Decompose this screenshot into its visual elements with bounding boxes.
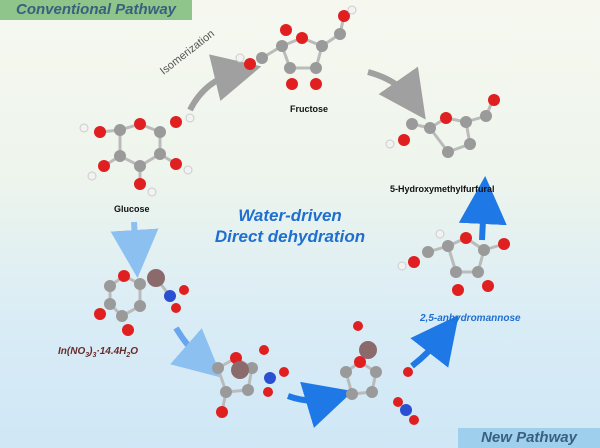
fructose-molecule: [235, 5, 357, 90]
center-title-line1: Water-driven: [238, 206, 342, 225]
complex-to-intermediate-arrow: [286, 381, 353, 428]
catalyst-label-part2: ): [89, 346, 93, 357]
intermediate-molecule: [340, 321, 419, 425]
fructose-label: Fructose: [290, 104, 329, 114]
catalyst-label-part4: O: [130, 346, 139, 357]
catalyst-molecule: [94, 269, 189, 336]
hmf-label: 5-Hydroxymethylfurfural: [390, 184, 495, 194]
dehydration-arrow: [367, 66, 426, 120]
catalyst-label-sub2: 3: [92, 352, 97, 359]
glucose-to-catalyst-arrow: [110, 221, 159, 278]
new-pathway-tag: New Pathway: [458, 428, 600, 448]
catalyst-label-sub3: 2: [126, 352, 131, 359]
center-title-line2: Direct dehydration: [214, 227, 366, 246]
hmf-molecule: [385, 94, 500, 158]
glucose-label: Glucose: [114, 204, 150, 214]
glucose-molecule: [79, 113, 195, 197]
complex-molecule: [212, 345, 289, 418]
catalyst-label-part3: ·14.4H: [96, 346, 127, 357]
isomerization-arrow: [187, 54, 262, 112]
catalyst-label-part1: In(NO: [58, 346, 86, 357]
conventional-pathway-tag: Conventional Pathway: [0, 0, 192, 20]
center-title: Water-driven Direct dehydration: [200, 205, 380, 247]
catalyst-label: In(NO3)3·14.4H2O: [58, 346, 138, 359]
catalyst-to-complex-arrow: [170, 326, 223, 378]
anhydromannose-label: 2,5-anhydromannose: [420, 313, 521, 324]
anhydromannose-molecule: [397, 229, 510, 296]
intermediate-to-anhydromannose-arrow: [410, 315, 459, 369]
anhydromannose-to-hmf-arrow: [458, 176, 507, 241]
catalyst-label-sub1: 3: [85, 352, 90, 359]
